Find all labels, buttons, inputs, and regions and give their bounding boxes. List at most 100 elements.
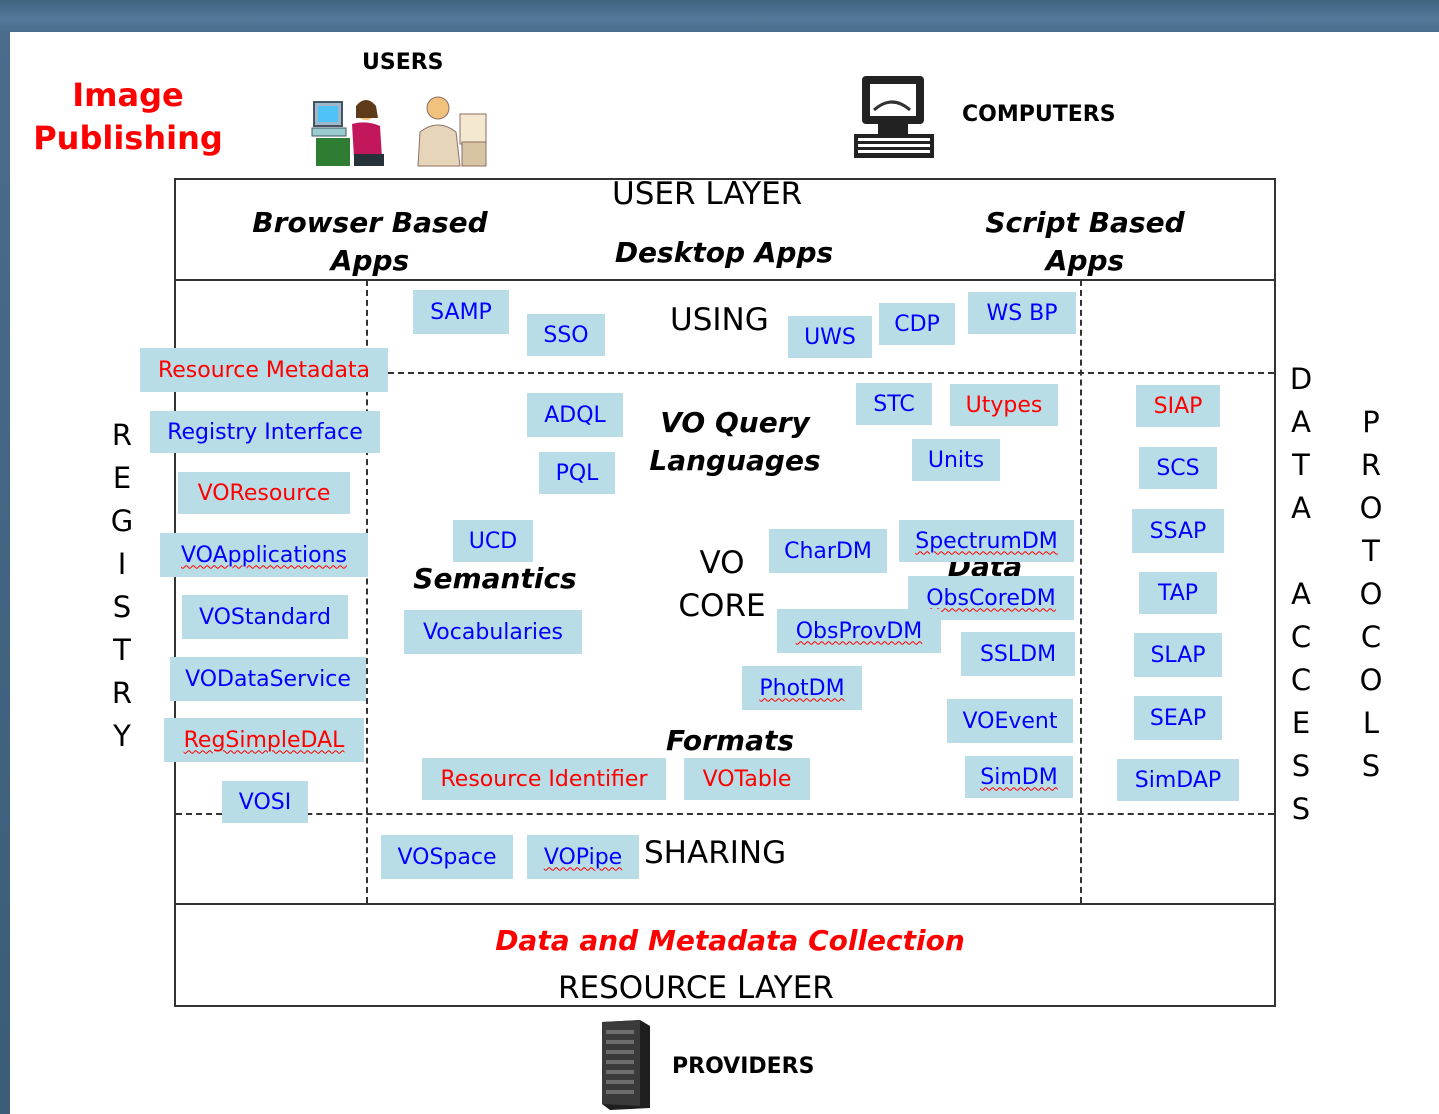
image-publishing-line2: Publishing <box>33 119 223 157</box>
diagram-canvas: Image Publishing USERS COMPUTERS <box>10 32 1439 1114</box>
stc-box: STC <box>856 383 932 425</box>
computer-terminal-icon <box>854 76 934 158</box>
vo-query-label: VO Query Languages <box>630 404 840 480</box>
votable-box: VOTable <box>684 758 810 800</box>
registry-letter: Y <box>113 719 131 753</box>
script-line1: Script Based <box>985 206 1185 239</box>
voevent-box: VOEvent <box>947 699 1073 743</box>
data-access-letter: E <box>1291 706 1311 740</box>
voapplications-box: VOApplications <box>160 533 368 577</box>
vo-core-line2: CORE <box>678 588 766 624</box>
vo-core-line1: VO <box>699 545 745 581</box>
data-access-letter: D <box>1289 362 1313 396</box>
data-access-spacer <box>1286 530 1316 573</box>
units-box: Units <box>912 439 1000 481</box>
script-line2: Apps <box>1045 244 1125 277</box>
regsimpledal-box: RegSimpleDAL <box>164 718 364 762</box>
using-label: USING <box>670 302 769 338</box>
image-publishing-title: Image Publishing <box>28 74 228 160</box>
protocols-letter: O <box>1359 663 1383 697</box>
vo-core-label: VO CORE <box>672 542 772 628</box>
tap-box: TAP <box>1139 572 1217 614</box>
data-access-letter: S <box>1291 749 1311 783</box>
protocols-vertical-label: P R O T O C O L S <box>1356 401 1386 788</box>
user-computer-icon <box>311 100 384 166</box>
registry-letter: E <box>112 461 132 495</box>
user-person-icon <box>417 96 487 167</box>
frame-bottom <box>174 1005 1276 1007</box>
frame-left <box>174 178 176 1007</box>
protocols-letter: O <box>1359 577 1383 611</box>
protocols-letter: R <box>1360 448 1382 482</box>
data-access-letter: A <box>1291 491 1311 525</box>
protocols-letter: C <box>1360 620 1382 654</box>
vodataservice-box: VODataService <box>170 657 366 701</box>
computers-label: COMPUTERS <box>962 102 1116 127</box>
resource-identifier-box: Resource Identifier <box>422 758 666 800</box>
browser-apps-label: Browser Based Apps <box>240 204 500 280</box>
resource-layer-title: RESOURCE LAYER <box>558 970 834 1006</box>
utypes-box: Utypes <box>950 384 1058 426</box>
image-publishing-line1: Image <box>72 76 184 114</box>
vocabularies-box: Vocabularies <box>404 610 582 654</box>
data-access-letter: A <box>1291 577 1311 611</box>
vosi-box: VOSI <box>222 781 308 823</box>
data-access-letter: S <box>1291 792 1311 826</box>
obsprovdm-box: ObsProvDM <box>777 609 941 653</box>
vospace-box: VOSpace <box>381 835 513 879</box>
data-access-letter: C <box>1290 663 1312 697</box>
chardm-box: CharDM <box>769 529 887 573</box>
resource-metadata-box: Resource Metadata <box>140 348 388 392</box>
registry-letter: R <box>111 676 133 710</box>
users-label: USERS <box>362 50 444 75</box>
vopipe-box: VOPipe <box>527 835 639 879</box>
vo-query-line2: Languages <box>649 444 821 477</box>
registry-letter: R <box>111 418 133 452</box>
ucd-box: UCD <box>453 520 533 562</box>
protocols-letter: T <box>1362 534 1380 568</box>
ssldm-box: SSLDM <box>961 632 1075 676</box>
uws-box: UWS <box>788 316 872 358</box>
providers-label: PROVIDERS <box>672 1054 815 1079</box>
data-access-letter: A <box>1291 405 1311 439</box>
server-rack-icon <box>602 1020 650 1110</box>
protocols-letter: S <box>1361 749 1381 783</box>
slap-box: SLAP <box>1134 633 1222 677</box>
adql-box: ADQL <box>527 393 623 437</box>
registry-letter: T <box>113 633 131 667</box>
frame-right <box>1274 178 1276 1007</box>
desktop-apps-label: Desktop Apps <box>614 236 834 269</box>
voresource-box: VOResource <box>178 472 350 514</box>
browser-line2: Apps <box>330 244 410 277</box>
frame-user-divider <box>174 279 1276 281</box>
protocols-letter: L <box>1362 706 1380 740</box>
simdm-box: SimDM <box>965 756 1073 798</box>
formats-label: Formats <box>665 724 795 757</box>
sso-box: SSO <box>527 314 605 356</box>
samp-box: SAMP <box>413 290 509 334</box>
dashed-left <box>366 280 368 903</box>
registry-letter: S <box>112 590 132 624</box>
data-access-letter: C <box>1290 620 1312 654</box>
protocols-letter: P <box>1362 405 1380 439</box>
siap-box: SIAP <box>1136 385 1220 427</box>
seap-box: SEAP <box>1134 696 1222 740</box>
vo-query-line1: VO Query <box>660 406 810 439</box>
browser-line1: Browser Based <box>252 206 488 239</box>
user-layer-title: USER LAYER <box>612 176 803 212</box>
data-access-vertical-label: D A T A A C C E S S <box>1286 358 1316 831</box>
cdp-box: CDP <box>879 303 955 345</box>
registry-letter: G <box>110 504 134 538</box>
simdap-box: SimDAP <box>1117 759 1239 801</box>
vostandard-box: VOStandard <box>182 595 348 639</box>
frame-resource-divider <box>174 903 1276 905</box>
data-metadata-collection-label: Data and Metadata Collection <box>495 924 965 957</box>
photdm-box: PhotDM <box>742 666 862 710</box>
ssap-box: SSAP <box>1132 509 1224 553</box>
pql-box: PQL <box>539 452 615 494</box>
sharing-label: SHARING <box>644 835 787 871</box>
registry-letter: I <box>117 547 127 581</box>
frame-top <box>174 178 1276 180</box>
dashed-sharing <box>176 813 1274 815</box>
dashed-right <box>1080 280 1082 903</box>
